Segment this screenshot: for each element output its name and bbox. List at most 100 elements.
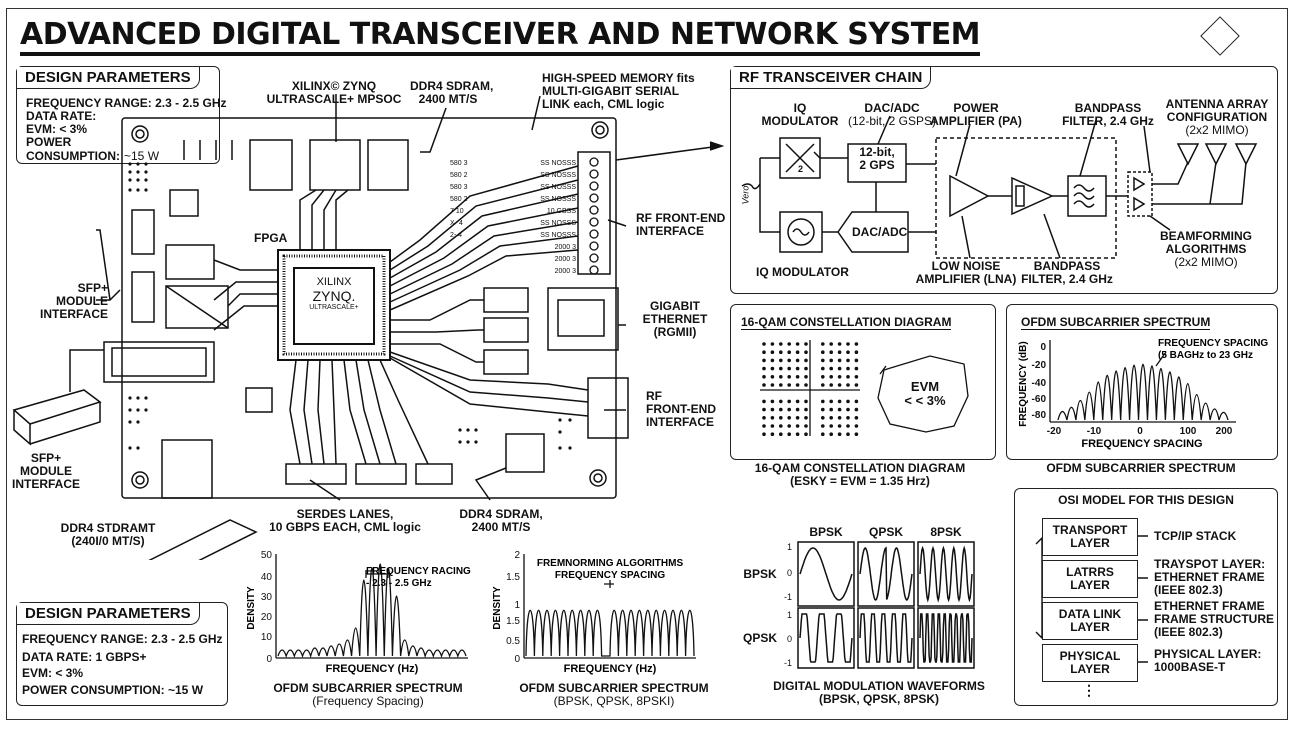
qam-point [837,416,842,420]
rf-front-end-label: RF FRONT-END INTERFACE [636,212,725,238]
qam-point [779,342,783,346]
pin-sig: SS NOSSS [540,160,576,167]
ddr-left-line2: (240I/0 MT/S) [71,534,145,548]
qam-point [846,383,850,387]
ofdm-right-note-2: (5 BAGHz to 23 GHz [1158,350,1253,361]
osi-box-line2: LAYER [1070,578,1110,592]
wf-row-bpsk: BPSK [743,567,777,581]
qam-point [795,366,800,371]
chart-mid-ytick: 0 [514,654,520,665]
waveform-trace [799,547,853,601]
qam-point [846,342,850,346]
rf-fe-line1: RF FRONT-END [636,211,726,225]
qam-point [804,366,808,371]
qam-point [795,432,800,436]
ofdm-right-ylabel: FREQUENCY (dB) [1018,341,1029,426]
outer-frame [6,8,1288,720]
qam-point [854,424,859,428]
wf-col-8psk: 8PSK [930,525,962,539]
ofdm-right-note-1: FREQUENCY SPACING [1158,338,1268,349]
qam-point [787,366,791,371]
qam-point [837,407,842,412]
chart-mid-ylabel: DENSITY [492,586,503,630]
qam-point [846,407,850,412]
qam-point [846,416,850,420]
qam-point [762,358,766,363]
qam-point [837,432,842,436]
qam-point [787,358,791,363]
osi-desc-line: (IEEE 802.3) [1154,625,1223,639]
qam-point [829,432,833,436]
chart-mid-caption: OFDM SUBCARRIER SPECTRUM (BPSK, QPSK, 8P… [504,682,724,708]
serdes-label: SERDES LANES, 10 GBPS EACH, CML logic [252,508,438,534]
chart-left-note-1: FREQUENCY RACING [366,566,471,577]
osi-box-line1: LATRRS [1066,565,1114,579]
qam-point [770,375,775,379]
waveforms-caption: DIGITAL MODULATION WAVEFORMS (BPSK, QPSK… [766,680,992,706]
chip-line1: XILINX [316,276,352,288]
chart-left-ytick: 40 [261,572,273,583]
rf-ant-3: (2x2 MIMO) [1185,123,1249,137]
ddr-top-line2: 2400 MT/S [418,92,478,106]
qam-point [837,350,842,354]
osi-box-line1: TRANSPORT [1052,523,1128,537]
qam-point [829,416,833,420]
qam-point [829,399,833,404]
spectrum-series [525,609,695,657]
qam-point [762,350,766,354]
waveform-trace [799,613,853,663]
qam-point [795,399,800,404]
qam-point [804,358,808,363]
qam-point [770,366,775,371]
qam-point [846,399,850,404]
spectrum-series [277,563,467,659]
chart-mid-xlabel: FREQUENCY (Hz) [564,663,657,675]
sfp-b-line1: SFP+ [30,451,62,465]
param-power-2: CONSUMPTION: [26,149,120,163]
qam-point [779,432,783,436]
qam-point [795,342,800,346]
chart-mid-ytick: 2 [514,550,520,561]
chart-left-ylabel: DENSITY [246,586,257,630]
waveform-trace [859,546,913,601]
ofdm-right-ytick: -40 [1032,378,1047,389]
pin-sig: SS NOSSS [540,196,576,203]
chart-left-note-2: - 2.3 - 2.5 GHz [366,578,432,589]
rf-ant-2: CONFIGURATION [1166,110,1268,124]
spectrum-series [1057,363,1229,421]
qam-cap-2: (ESKY = EVM = 1.35 Hrz) [790,474,930,488]
qam-point [804,407,808,412]
qam-point [804,432,808,436]
param-b-freq: FREQUENCY RANGE: 2.3 - 2.5 GHz [22,632,223,646]
wf-ytick: 1 [787,542,792,552]
qam-point [821,375,825,379]
rf2-line1: RF [646,389,662,403]
osi-desc-line: TCP/IP STACK [1154,529,1237,543]
qam-point [787,399,791,404]
qam-point [795,350,800,354]
qam-evm-1: EVM [910,379,940,394]
qam-point [779,399,783,404]
osi-desc-line: PHYSICAL LAYER: [1154,647,1262,661]
qam-point [762,432,766,436]
qam-point [787,375,791,379]
qam-point [762,383,766,387]
sfp-line3: INTERFACE [39,307,108,321]
gigabit-label: GIGABIT ETHERNET (RGMII) [640,300,710,339]
qam-point [804,399,808,404]
qam-point [762,416,766,420]
ofdm-right-xtick: 0 [1137,426,1143,437]
ofdm-right-xtick: -10 [1087,426,1102,437]
rf-chain-diagram [741,115,1258,259]
chart-left-cap-1: OFDM SUBCARRIER SPECTRUM [273,681,463,695]
rf-dac: DAC/ADC (12-bit, 2 GSPS) [842,102,942,128]
rf-dac-1: DAC/ADC [864,101,920,115]
ofdm-right-panel: OFDM SUBCARRIER SPECTRUM [1006,304,1278,460]
qam-point [779,416,783,420]
chip-marking: XILINX ZYNQ. ULTRASCALE+ [294,276,374,312]
hsm-line1: HIGH-SPEED MEMORY fits [542,71,695,85]
